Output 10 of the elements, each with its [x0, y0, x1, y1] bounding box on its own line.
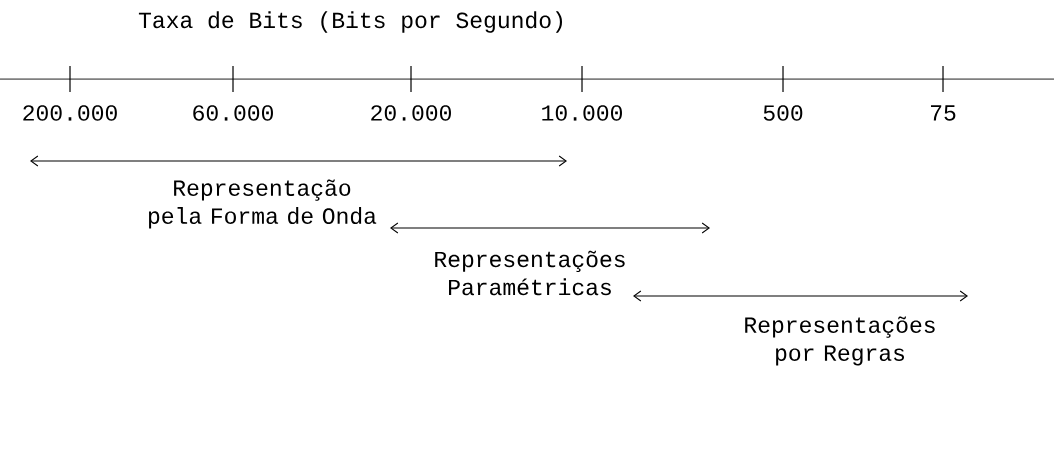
range-label: Representações Paramétricas: [435, 250, 625, 296]
tick-label: 200.000: [23, 105, 117, 121]
tick-label: 10.000: [542, 105, 622, 121]
tick-label: 75: [931, 105, 956, 121]
axis-title: Taxa de Bits (Bits por Segundo): [138, 11, 562, 33]
range-label: Representações por Regras: [745, 316, 935, 366]
range-label: Representação pela Forma de Onda: [149, 179, 377, 229]
tick-label: 20.000: [371, 105, 451, 121]
tick-label: 60.000: [193, 105, 273, 121]
tick-label: 500: [763, 105, 803, 121]
